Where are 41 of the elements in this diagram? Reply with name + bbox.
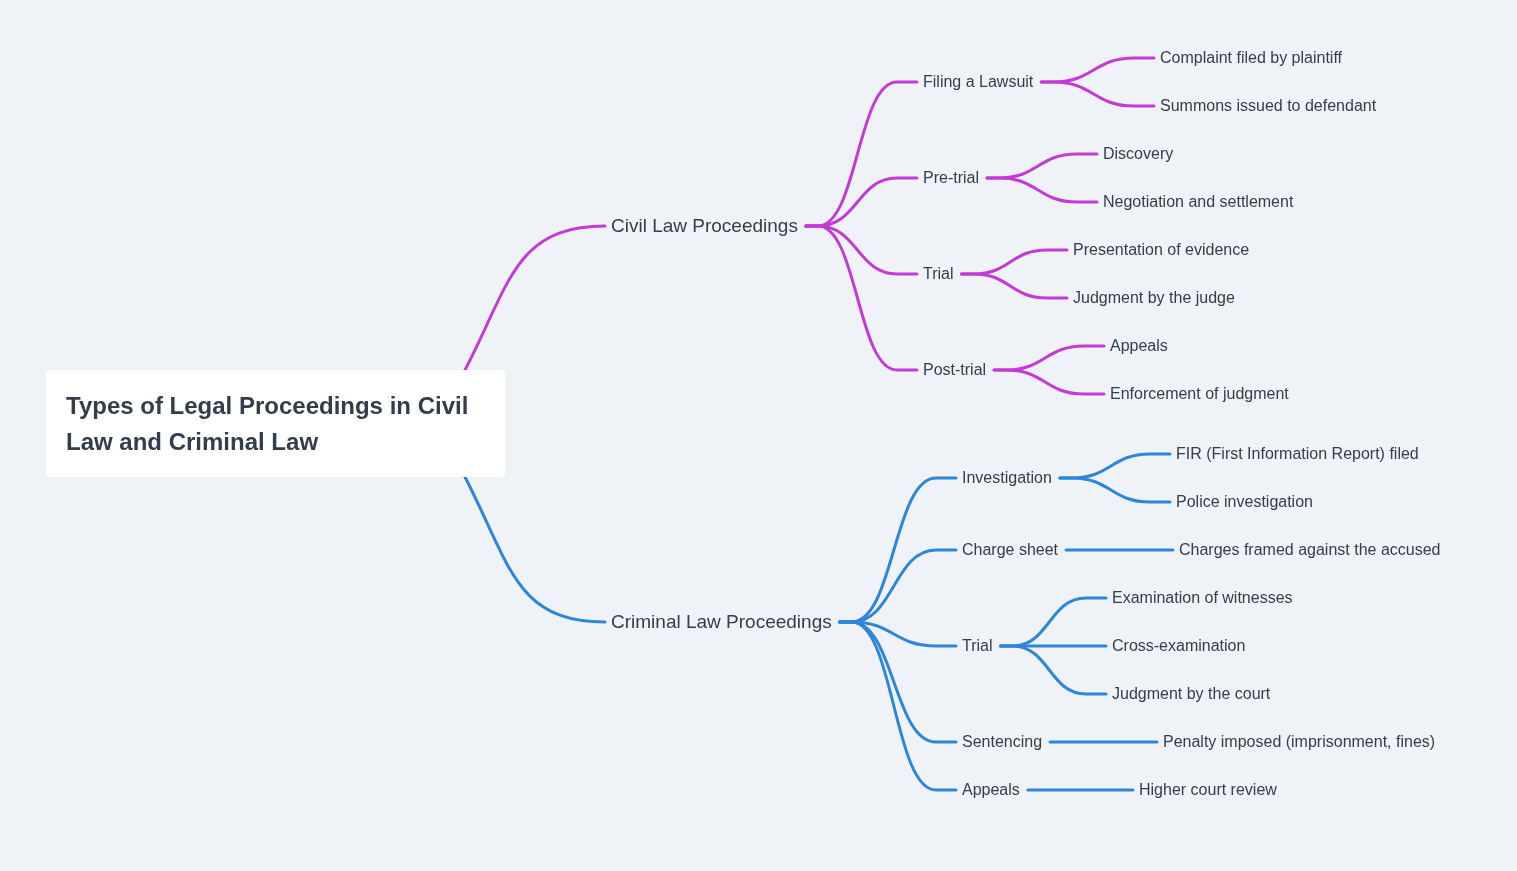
topic-label: Post-trial <box>923 359 987 381</box>
topic-label: Trial <box>962 635 993 657</box>
topic-label: Police investigation <box>1176 491 1313 513</box>
topic-label: Civil Law Proceedings <box>611 214 798 238</box>
topic-label: Sentencing <box>962 731 1043 753</box>
connector-line <box>1026 788 1135 792</box>
topic-label: Presentation of evidence <box>1073 239 1250 261</box>
topic-label: Negotiation and settlement <box>1103 191 1294 213</box>
topic-label: Enforcement of judgment <box>1110 383 1289 405</box>
topic-label: FIR (First Information Report) filed <box>1176 443 1419 465</box>
topic-label: Appeals <box>1110 335 1168 357</box>
topic-label: Filing a Lawsuit <box>923 71 1034 93</box>
connector-line <box>838 620 958 792</box>
topic-label: Charge sheet <box>962 539 1059 561</box>
topic-label: Charges framed against the accused <box>1179 539 1441 561</box>
topic-label: Penalty imposed (imprisonment, fines) <box>1163 731 1436 753</box>
topic-label: Judgment by the judge <box>1073 287 1235 309</box>
topic-label: Complaint filed by plaintiff <box>1160 47 1343 69</box>
title-card: Types of Legal Proceedings in Civil Law and Criminal Law <box>46 370 505 477</box>
topic-label: Trial <box>923 263 954 285</box>
topic-label: Judgment by the court <box>1112 683 1271 705</box>
topic-label: Summons issued to defendant <box>1160 95 1377 117</box>
topic-label: Criminal Law Proceedings <box>611 610 832 634</box>
topic-label: Discovery <box>1103 143 1174 165</box>
topic-label: Investigation <box>962 467 1052 489</box>
topic-label: Pre-trial <box>923 167 979 189</box>
connector-line <box>960 272 1069 300</box>
connector-line <box>1058 476 1172 504</box>
connector-line <box>992 368 1106 396</box>
connector-line <box>463 224 607 372</box>
connector-line <box>999 644 1108 696</box>
connector-line <box>1064 548 1175 552</box>
topic-label: Appeals <box>962 779 1020 801</box>
connector-line <box>804 224 919 372</box>
topic-label: Cross-examination <box>1112 635 1246 657</box>
connector-line <box>1048 740 1159 744</box>
connector-line <box>1039 80 1156 108</box>
topic-label: Examination of witnesses <box>1112 587 1293 609</box>
connector-line <box>985 176 1099 204</box>
topic-label: Higher court review <box>1139 779 1277 801</box>
connector-line <box>463 475 607 624</box>
